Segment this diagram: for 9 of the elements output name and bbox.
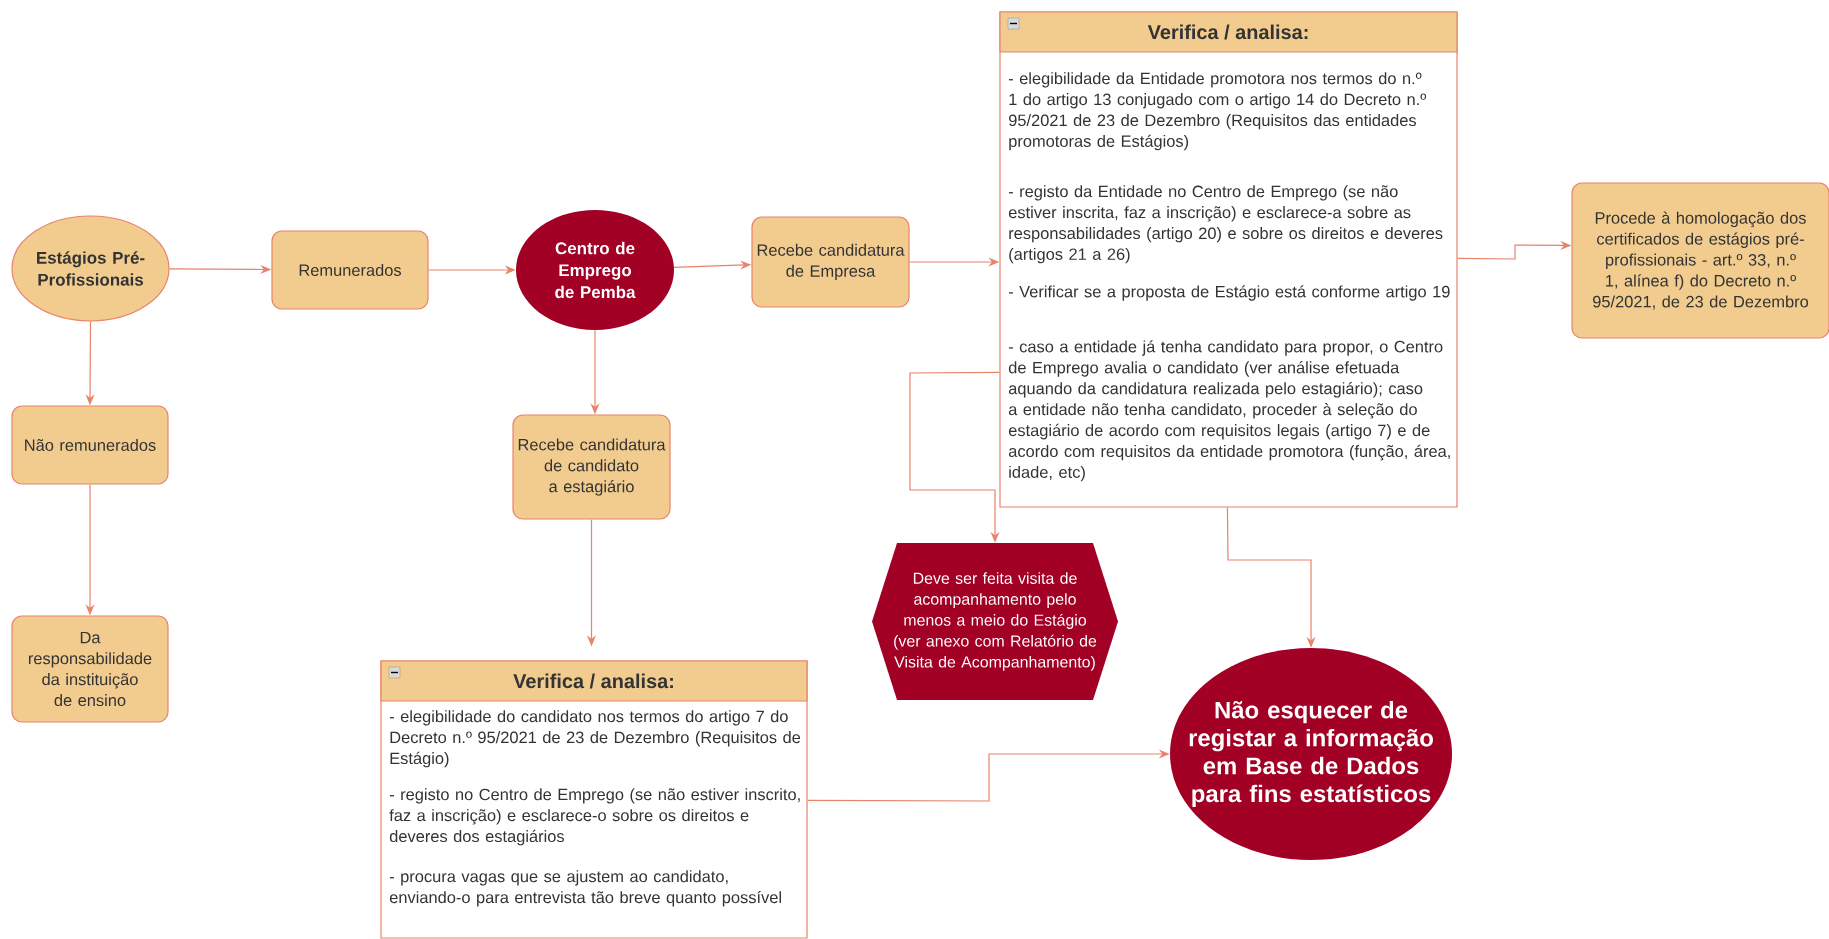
process-box: Recebe candidatura de Empresa xyxy=(751,216,910,308)
panel: Verifica / analisa: - elegibilidade do candidato nos termos do artigo 7 do Decreto n.º 95/2021 de 23 de Dezembro (Requisitos de Estágio) - registo no Centro de Emprego (se não estiver inscrito, faz a inscrição) e esclarece-o sobre os direitos e deveres dos estagiários - procura vagas que se ajustem ao candidato, enviando-o para entrevista tão breve quanto possível xyxy=(380,660,808,939)
process-box: Remunerados xyxy=(271,230,429,310)
panel: Verifica / analisa: - elegibilidade da Entidade promotora nos termos do n.º 1 do artigo 13 conjugado com o artigo 14 do Decreto n.º 95/2021 de 23 de Dezembro (Requisitos das entidades promotoras de Estágios) - registo da Entidade no Centro de Emprego (se não estiver inscrita, faz a inscrição) e esclarece-a sobre as responsabilidades (artigo 20) e sobre os direitos e deveres (artigos 21 a 26) - Verificar se a proposta de Estágio está conforme artigo 19 - caso a entidade já tenha candidato para propor, o Centro de Emprego avalia o candidato (ver análise efetuada aquando da candidatura realizada pelo estagiário); caso a entidade não tenha candidato, proceder à seleção do estagiário de acordo com requisitos legais (artigo 7) e de acordo com requisitos da entidade promotora (função, área, idade, etc) xyxy=(999,11,1458,508)
process-box: Recebe candidatura de candidato a estagiário xyxy=(512,414,671,520)
hexagon: Deve ser feita visita de acompanhamento pelo menos a meio do Estágio (ver anexo com Relatório de Visita de Acompanhamento) xyxy=(872,543,1118,700)
process-box: Da responsabilidade da instituição de ensino xyxy=(11,615,169,723)
process-box: Não remunerados xyxy=(11,405,169,485)
process-box: Procede à homologação dos certificados de estágios pré-profissionais - art.º 33, n.º 1, alínea f) do Decreto n.º 95/2021, de 23 de Dezembro xyxy=(1571,182,1829,339)
